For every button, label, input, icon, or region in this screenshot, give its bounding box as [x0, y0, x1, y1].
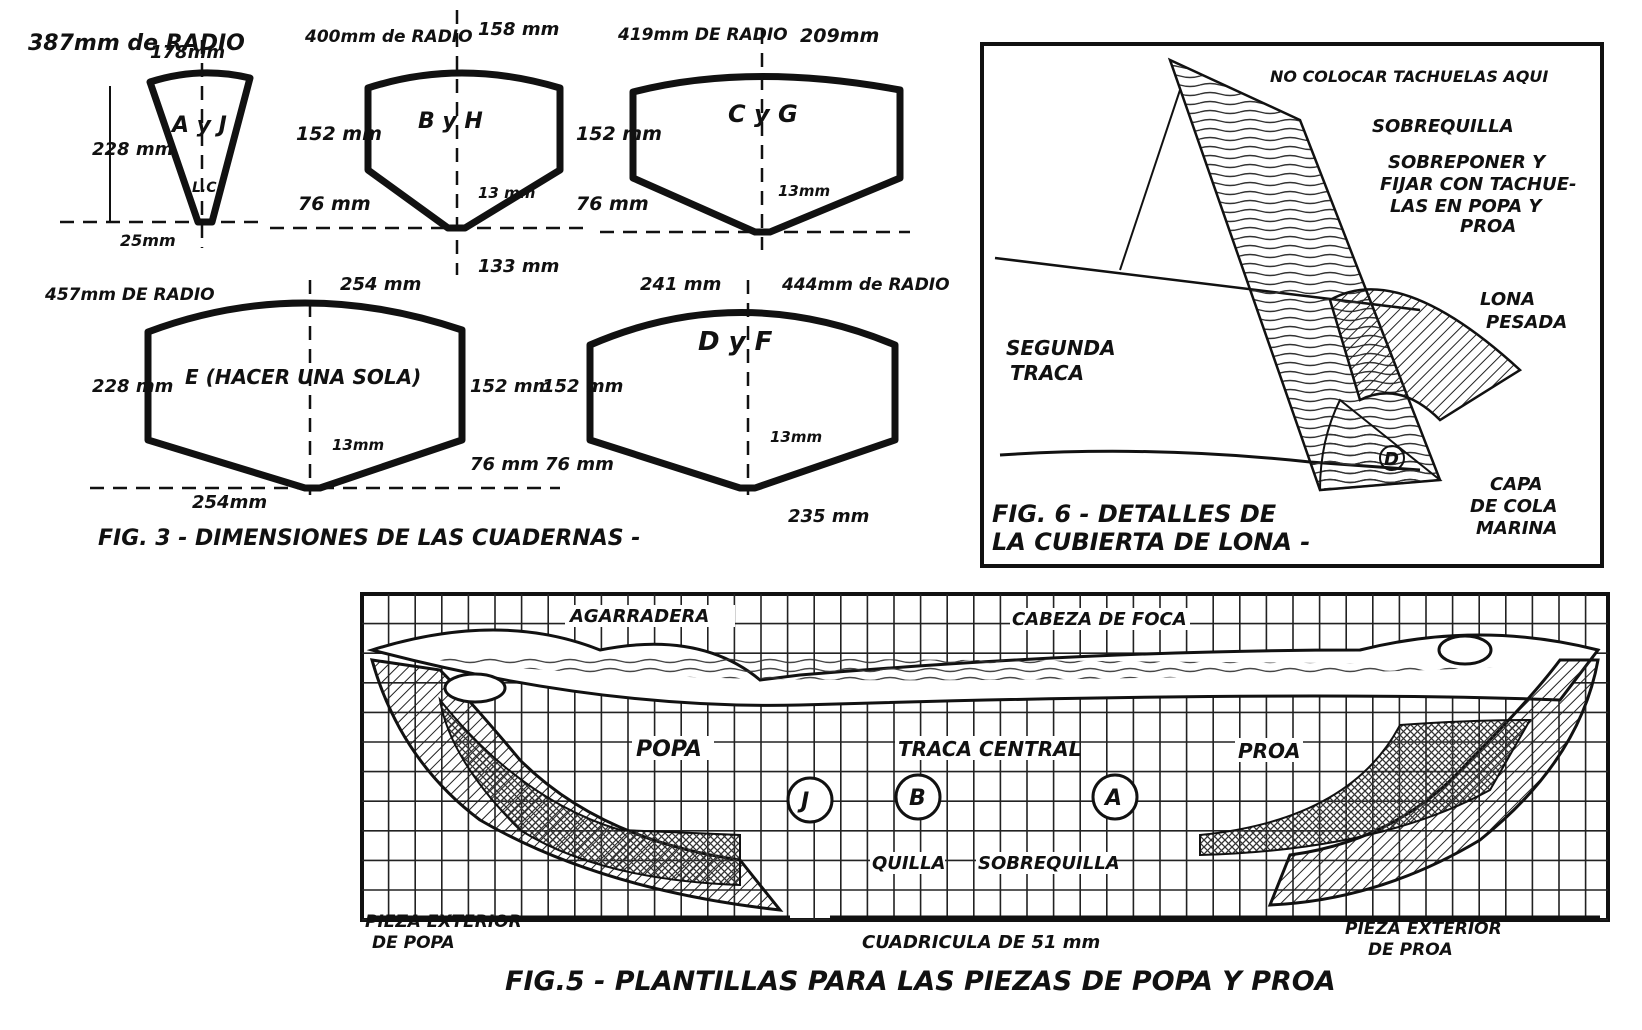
fig5-stern-inner: [438, 696, 741, 887]
fig5-label-popa: POPA: [636, 737, 702, 762]
fig5-marker-b: B: [909, 786, 926, 811]
fig5-label-traca: TRACA CENTRAL: [898, 737, 1081, 761]
fig5-marker-j: J: [797, 789, 809, 814]
frame-a-j-outline: [146, 69, 254, 226]
frame-c-g-outline: [629, 72, 904, 236]
frame-d-f-top: 241 mm: [640, 274, 721, 295]
frame-c-g-radius: 419mm DE RADIO: [617, 25, 788, 45]
fig6-caption-line2: LA CUBIERTA DE LONA -: [992, 528, 1310, 556]
frame-c-g-h1: 152 mm: [576, 123, 662, 145]
fig5-caption: FIG.5 - PLANTILLAS PARA LAS PIEZAS DE PO…: [505, 966, 1336, 997]
fig5-label-agarradera: AGARRADERA: [568, 606, 709, 627]
fig5-label-ext-proa-2: DE PROA: [1368, 940, 1453, 960]
fig6-marker-circle: [1379, 445, 1405, 471]
frame-e-height: 228 mm: [92, 376, 173, 397]
fig5-label-ext-popa-2: DE POPA: [372, 933, 455, 953]
frame-d-f-bottom: 235 mm: [788, 506, 869, 527]
figure-3-frames: 387mm de RADIO 178mm A y J 228 mm 25mm L…: [28, 10, 950, 551]
fig3-caption: FIG. 3 - DIMENSIONES DE LAS CUADERNAS -: [98, 526, 640, 551]
fig5-label-ext-proa-1: PIEZA EXTERIOR: [1345, 919, 1502, 939]
frame-b-h-top: 158 mm: [478, 19, 559, 40]
frame-d-f: 444mm de RADIO 241 mm D y F 152 mm 76 mm…: [542, 274, 950, 527]
fig6-label-overlap-4: PROA: [1460, 216, 1516, 237]
fig5-marker-b-circle: [894, 773, 942, 821]
frame-e: 457mm DE RADIO 254 mm E (HACER UNA SOLA)…: [44, 274, 560, 513]
figure-5-templates: J B A AGARRADERA CABEZA DE FOCA POPA TRA…: [360, 592, 1610, 997]
frame-b-h-h1: 152 mm: [296, 123, 382, 145]
frame-b-h-gap: 13 mm: [478, 184, 535, 202]
frame-c-g-gap: 13mm: [778, 182, 830, 200]
fig6-label-sobrequilla: SOBREQUILLA: [1372, 116, 1514, 137]
fig6-bottom-edge: [999, 449, 1421, 472]
figure-6-canvas-detail: D NO COLOCAR TACHUELAS AQUI SOBREQUILLA …: [980, 42, 1604, 568]
frame-b-h-outline: [364, 69, 564, 232]
frame-c-g-top: 209mm: [800, 25, 879, 47]
fig6-label-no-tacks: NO COLOCAR TACHUELAS AQUI: [1270, 67, 1548, 86]
frame-e-h1: 152 mm: [470, 376, 551, 397]
frame-e-label: E (HACER UNA SOLA): [185, 365, 421, 389]
fig6-label-capa-1: CAPA: [1490, 474, 1543, 495]
fig6-label-overlap-1: SOBREPONER Y: [1388, 152, 1547, 173]
fig6-label-overlap-2: FIJAR CON TACHUE-: [1380, 174, 1577, 195]
frame-d-f-gap: 13mm: [770, 428, 822, 446]
frame-a-j-label: A y J: [170, 113, 227, 138]
fig5-marker-j-circle: [786, 776, 834, 824]
frame-d-f-h1: 152 mm: [542, 376, 623, 397]
frame-c-g-h2: 76 mm: [576, 193, 649, 215]
frame-b-h-radius: 400mm de RADIO: [304, 27, 473, 47]
fig6-label-segunda-2: TRACA: [1010, 361, 1084, 385]
frame-b-h-h2: 76 mm: [298, 193, 371, 215]
fig5-label-cuadricula: CUADRICULA DE 51 mm: [862, 932, 1100, 953]
fig6-caption-line1: FIG. 6 - DETALLES DE: [992, 500, 1277, 528]
frame-a-j: 387mm de RADIO 178mm A y J 228 mm 25mm L…: [28, 31, 265, 250]
frame-e-gap: 13mm: [332, 436, 384, 454]
frame-d-f-radius: 444mm de RADIO: [781, 275, 950, 295]
fig6-glue-layer: [1318, 398, 1443, 492]
frame-a-j-height: 228 mm: [92, 139, 173, 160]
fig6-border: [980, 42, 1604, 568]
frame-c-g-label: C y G: [728, 100, 798, 128]
fig6-label-capa-3: MARINA: [1476, 518, 1557, 539]
fig5-bow-inner: [1199, 718, 1532, 857]
fig5-label-sobrequilla: SOBREQUILLA: [978, 853, 1120, 874]
fig6-label-overlap-3: LAS EN POPA Y: [1390, 196, 1543, 217]
fig6-label-capa-2: DE COLA: [1470, 496, 1557, 517]
frame-b-h: 400mm de RADIO 158 mm B y H 152 mm 76 mm…: [270, 10, 590, 277]
frame-e-top: 254 mm: [340, 274, 421, 295]
fig6-canvas-flap: [1328, 288, 1523, 422]
frame-d-f-outline: [586, 309, 899, 492]
frame-c-g: 419mm DE RADIO 209mm C y G 152 mm 76 mm …: [576, 25, 910, 250]
fig5-handle-hole: [443, 672, 507, 704]
fig6-label-lona-2: PESADA: [1486, 312, 1567, 333]
frame-a-j-base: 25mm: [120, 231, 176, 250]
fig6-arrow-line: [1119, 89, 1181, 271]
fig5-label-bg: [565, 605, 1303, 954]
frame-a-j-width: 178mm: [150, 42, 225, 63]
fig5-seal-head-hole: [1437, 634, 1493, 666]
fig5-label-ext-popa-1: PIEZA EXTERIOR: [365, 912, 522, 932]
fig5-marker-a-circle: [1091, 773, 1139, 821]
fig6-label-lona-1: LONA: [1480, 289, 1535, 310]
frame-b-h-label: B y H: [418, 109, 483, 134]
frame-e-h2: 76 mm: [470, 454, 539, 475]
frame-d-f-h2: 76 mm: [545, 454, 614, 475]
fig5-wood-grain: [400, 655, 1560, 681]
frame-a-j-lc: L.C.: [192, 180, 222, 196]
fig6-label-segunda-1: SEGUNDA: [1006, 336, 1116, 360]
fig5-label-proa: PROA: [1238, 739, 1301, 763]
frame-e-outline: [144, 299, 466, 492]
fig5-marker-a: A: [1103, 786, 1122, 811]
fig5-label-cabeza: CABEZA DE FOCA: [1012, 609, 1187, 630]
frame-b-h-bottom: 133 mm: [478, 256, 559, 277]
fig5-label-quilla: QUILLA: [872, 853, 946, 874]
frame-e-radius: 457mm DE RADIO: [44, 285, 215, 305]
fig6-marker: D: [1384, 449, 1399, 470]
frame-d-f-label: D y F: [698, 327, 773, 357]
frame-e-bottom: 254mm: [192, 492, 267, 513]
frame-a-j-radius: 387mm de RADIO: [28, 31, 245, 56]
